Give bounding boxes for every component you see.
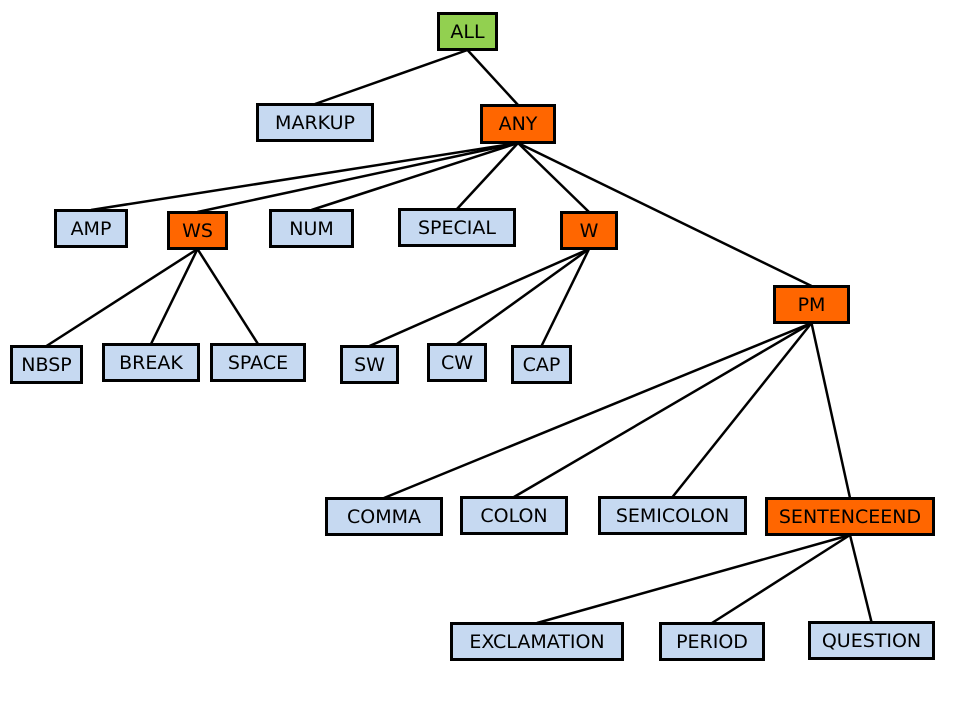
edge-ws-break [149, 248, 199, 345]
node-pm: PM [773, 285, 850, 324]
edge-pm-sentenceend [810, 322, 852, 499]
node-w: W [560, 211, 618, 250]
edge-ws-nbsp [45, 247, 199, 348]
edge-w-sw [368, 247, 590, 348]
node-colon: COLON [460, 496, 568, 535]
edge-any-num [311, 141, 519, 212]
node-num: NUM [269, 209, 354, 248]
node-cap: CAP [511, 345, 572, 384]
node-break: BREAK [102, 343, 200, 382]
edge-pm-comma [383, 321, 812, 500]
edge-sentenceend-question [848, 534, 873, 623]
edge-sentenceend-period [711, 533, 851, 625]
node-space: SPACE [210, 343, 306, 382]
edge-pm-colon [513, 321, 813, 499]
node-markup: MARKUP [256, 103, 374, 142]
node-question: QUESTION [808, 621, 935, 660]
node-all: ALL [437, 12, 498, 51]
edge-any-w [517, 142, 590, 213]
node-ws: WS [167, 211, 228, 250]
edge-w-cap [540, 248, 591, 347]
edge-ws-space [196, 248, 260, 345]
edge-any-pm [517, 141, 813, 288]
node-cw: CW [427, 343, 487, 382]
edge-w-cw [456, 247, 590, 346]
node-nbsp: NBSP [10, 345, 83, 384]
edge-all-markup [314, 48, 468, 106]
edge-pm-semicolon [671, 322, 813, 498]
node-any: ANY [480, 104, 556, 144]
edge-sentenceend-exclamation [536, 533, 851, 625]
node-exclamation: EXCLAMATION [450, 622, 624, 661]
edge-any-special [456, 142, 519, 210]
node-semicolon: SEMICOLON [598, 496, 747, 535]
node-sw: SW [340, 345, 399, 384]
node-special: SPECIAL [398, 208, 516, 247]
node-comma: COMMA [325, 497, 443, 536]
edge-any-amp [90, 141, 519, 212]
edge-all-any [466, 49, 519, 106]
node-amp: AMP [54, 209, 128, 248]
node-sentenceend: SENTENCEEND [765, 497, 935, 536]
edge-any-ws [197, 141, 519, 214]
node-period: PERIOD [659, 622, 765, 661]
